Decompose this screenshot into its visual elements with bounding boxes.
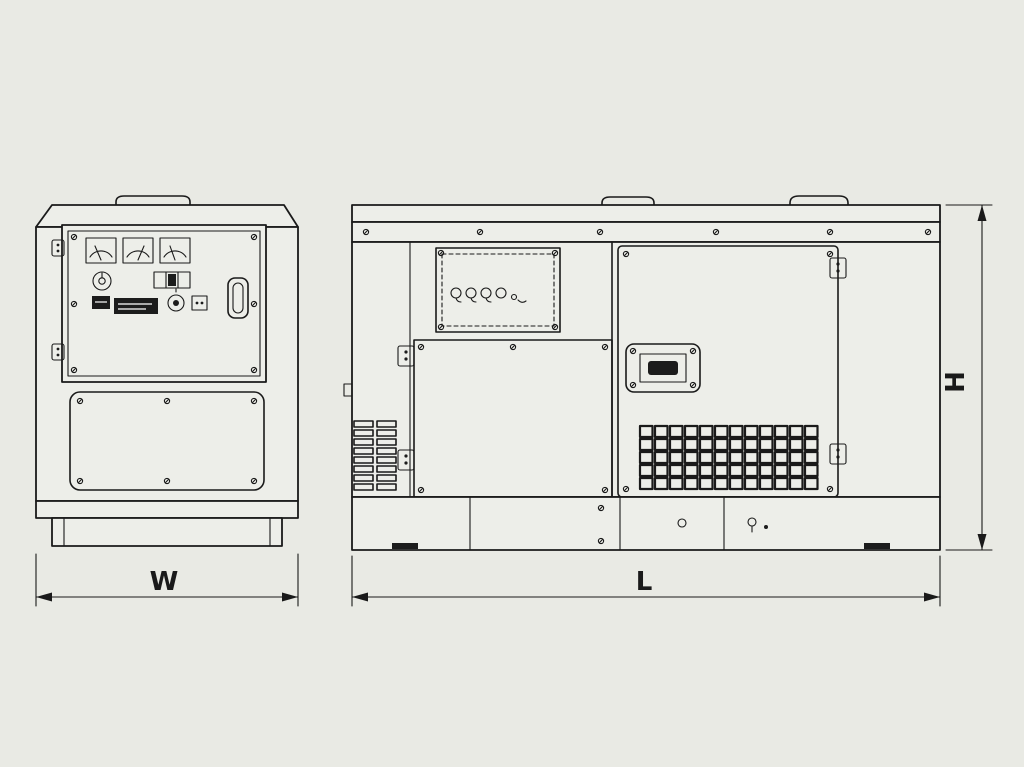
- control-panel: [61, 224, 267, 383]
- panel-meter-volt: [85, 237, 117, 264]
- panel-handle[interactable]: [227, 277, 249, 319]
- door-hinge-bottom: [829, 443, 847, 465]
- label-plate: [114, 298, 158, 314]
- front-hinge-top: [51, 239, 65, 257]
- front-hinge-bottom: [51, 343, 65, 361]
- l-label: L: [636, 567, 653, 597]
- door-handle[interactable]: [625, 343, 701, 393]
- front-roof-cap: [115, 195, 191, 206]
- roof-handle: [601, 196, 655, 206]
- panel-meter-amp: [122, 237, 154, 264]
- front-view: W: [35, 195, 299, 607]
- service-hinge-top: [397, 345, 415, 367]
- vent-panel: [69, 391, 265, 491]
- access-panel: [435, 247, 561, 333]
- access-holes: [450, 287, 527, 303]
- side-fascia: [351, 221, 941, 243]
- door-hinge-top: [829, 257, 847, 279]
- h-label: H: [941, 371, 971, 393]
- dimension-l: L: [351, 555, 941, 607]
- roof-cap: [789, 195, 849, 206]
- side-base: [351, 496, 941, 551]
- control-panel-inner: [67, 230, 261, 377]
- drain-hole: [677, 518, 687, 528]
- outlet-socket[interactable]: [191, 295, 208, 311]
- dimension-h: H: [941, 204, 993, 551]
- front-roof: [35, 204, 299, 228]
- side-roof: [351, 204, 941, 223]
- forklift-slot-right: [864, 543, 890, 549]
- w-label: W: [150, 567, 179, 597]
- key-switch[interactable]: [167, 288, 185, 312]
- breaker-switch[interactable]: [153, 271, 191, 289]
- side-view: L H: [343, 195, 993, 607]
- forklift-slot-left: [392, 543, 418, 549]
- service-hinge-bottom: [397, 449, 415, 471]
- front-base: [35, 500, 299, 519]
- panel-meter-freq: [159, 237, 191, 264]
- rocker-switch[interactable]: [92, 296, 110, 309]
- front-skid: [51, 517, 283, 547]
- lock-hole: [747, 517, 768, 533]
- side-body: [351, 241, 941, 498]
- side-fitting: [343, 383, 353, 397]
- dimension-w: W: [35, 553, 299, 607]
- hour-meter: [92, 271, 112, 291]
